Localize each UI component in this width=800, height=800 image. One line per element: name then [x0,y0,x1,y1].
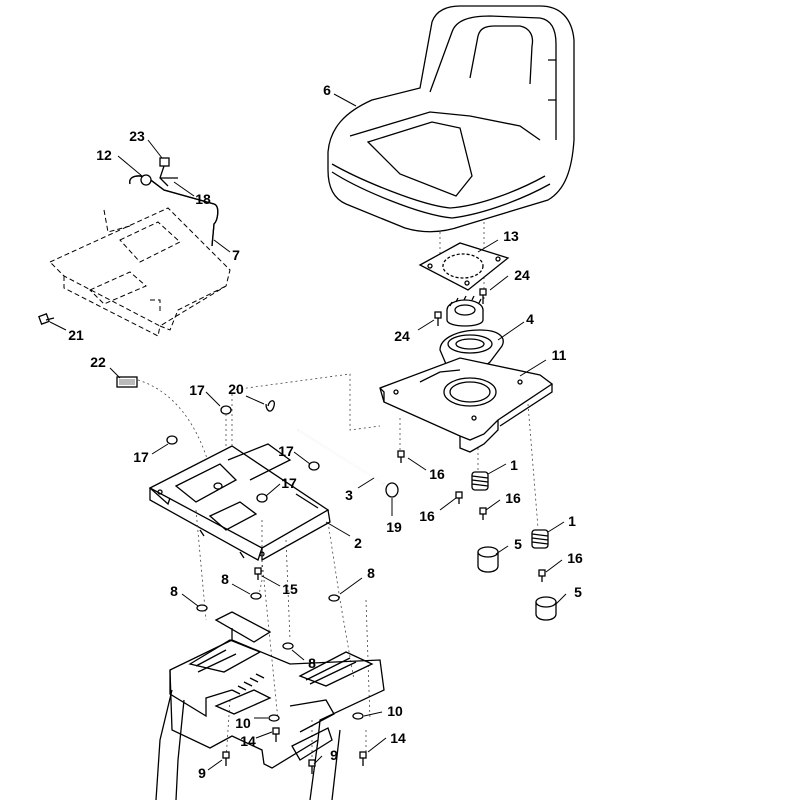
knob-part [446,295,484,327]
callout-1-a: 1 [510,457,518,473]
callout-18: 18 [195,191,211,207]
callout-10-a: 10 [235,715,251,731]
callout-5-a: 5 [514,536,522,552]
callout-8-c: 8 [367,565,375,581]
callout-11: 11 [552,347,567,363]
callout-10-b: 10 [387,703,403,719]
callout-5-b: 5 [574,584,582,600]
clip-part [265,400,276,412]
screw-part [434,288,487,326]
reference-frame-dashed [49,207,231,337]
mounting-plate-part [418,242,510,291]
seat-part [327,5,575,233]
callout-17-b: 17 [133,449,149,465]
cap-part [477,546,557,621]
bolt-15-part [254,567,262,580]
chassis-part [155,611,385,800]
callout-24-top: 24 [514,267,530,283]
callout-7: 7 [232,247,240,263]
base-plate-part [379,357,554,453]
callout-21: 21 [68,327,84,343]
washer-part [196,592,364,722]
callout-8-a: 8 [221,571,229,587]
callout-17-d: 17 [281,475,297,491]
callout-17-c: 17 [278,443,294,459]
callout-12: 12 [96,147,112,163]
callout-15: 15 [282,581,298,597]
callout-3: 3 [345,487,353,503]
alignment-lines [195,373,381,768]
callout-labels: 6 13 24 24 4 11 16 1 16 16 5 1 16 5 7 12… [68,82,583,781]
leader-line [137,379,215,485]
callout-1-b: 1 [568,513,576,529]
chassis-bolt-part [222,727,367,774]
bolt-part [397,450,546,582]
spring-part [471,471,549,549]
lever-part [129,175,219,247]
callout-16-a: 16 [429,466,445,482]
hardware-part [140,157,178,187]
callout-17-a: 17 [189,382,205,398]
seat-bracket-part [148,443,331,562]
callout-16-c: 16 [505,490,521,506]
decal-part [116,376,138,388]
callout-8-d: 8 [308,655,316,671]
callout-14-b: 14 [390,730,406,746]
callout-13: 13 [503,228,519,244]
callout-20: 20 [228,381,244,397]
callout-19: 19 [386,519,402,535]
callout-8-b: 8 [170,583,178,599]
callout-2: 2 [354,535,362,551]
callout-16-d: 16 [567,550,583,566]
callout-16-b: 16 [419,508,435,524]
callout-4: 4 [526,311,534,327]
callout-14-a: 14 [240,733,256,749]
callout-9-a: 9 [198,765,206,781]
callout-9-b: 9 [330,747,338,763]
callout-24-left: 24 [394,328,410,344]
callout-6: 6 [323,82,331,98]
callout-leaders [49,93,567,771]
leader-line [527,403,539,529]
callout-23: 23 [129,128,145,144]
rod-part [297,429,399,498]
callout-22: 22 [90,354,106,370]
bolt-21-part [38,313,55,325]
nut-part [166,405,320,503]
